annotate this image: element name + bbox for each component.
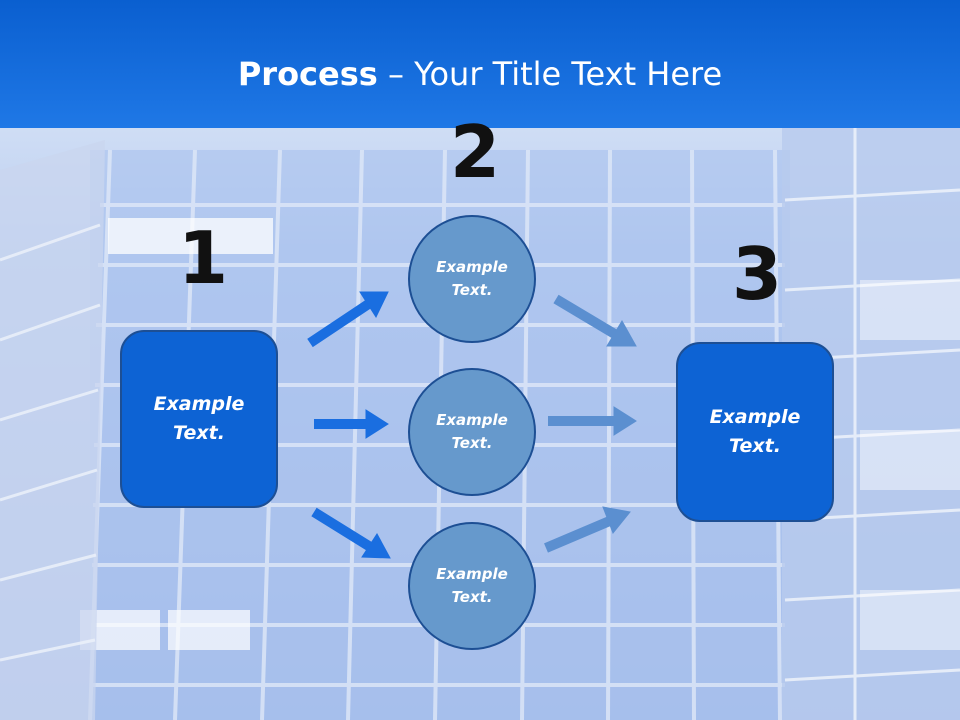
circle-top: Example Text.: [408, 215, 536, 343]
step-number-1: 1: [178, 216, 229, 300]
title-bold: Process: [237, 55, 378, 93]
step-number-3: 3: [732, 232, 783, 316]
arrow-to-bottom-circle: [311, 507, 391, 559]
step-1-text: Example Text.: [153, 393, 245, 444]
step-1-box: Example Text.: [120, 330, 278, 508]
circle-bottom: Example Text.: [408, 522, 536, 650]
arrow-to-middle-circle: [314, 409, 389, 439]
title-rest: – Your Title Text Here: [377, 55, 723, 93]
arrow-from-middle-circle: [548, 406, 637, 436]
step-3-box: Example Text.: [676, 342, 834, 522]
step-3-text: Example Text.: [709, 406, 801, 457]
step-number-2: 2: [450, 110, 501, 194]
circle-middle: Example Text.: [408, 368, 536, 496]
circle-top-text: Example Text.: [436, 258, 508, 299]
page-title: Process – Your Title Text Here: [0, 50, 960, 98]
circle-middle-text: Example Text.: [436, 411, 508, 452]
arrow-from-bottom-circle: [544, 506, 631, 553]
arrow-to-top-circle: [307, 291, 389, 348]
circle-bottom-text: Example Text.: [436, 565, 508, 606]
arrow-from-top-circle: [553, 294, 637, 347]
header-bar: [0, 0, 960, 128]
